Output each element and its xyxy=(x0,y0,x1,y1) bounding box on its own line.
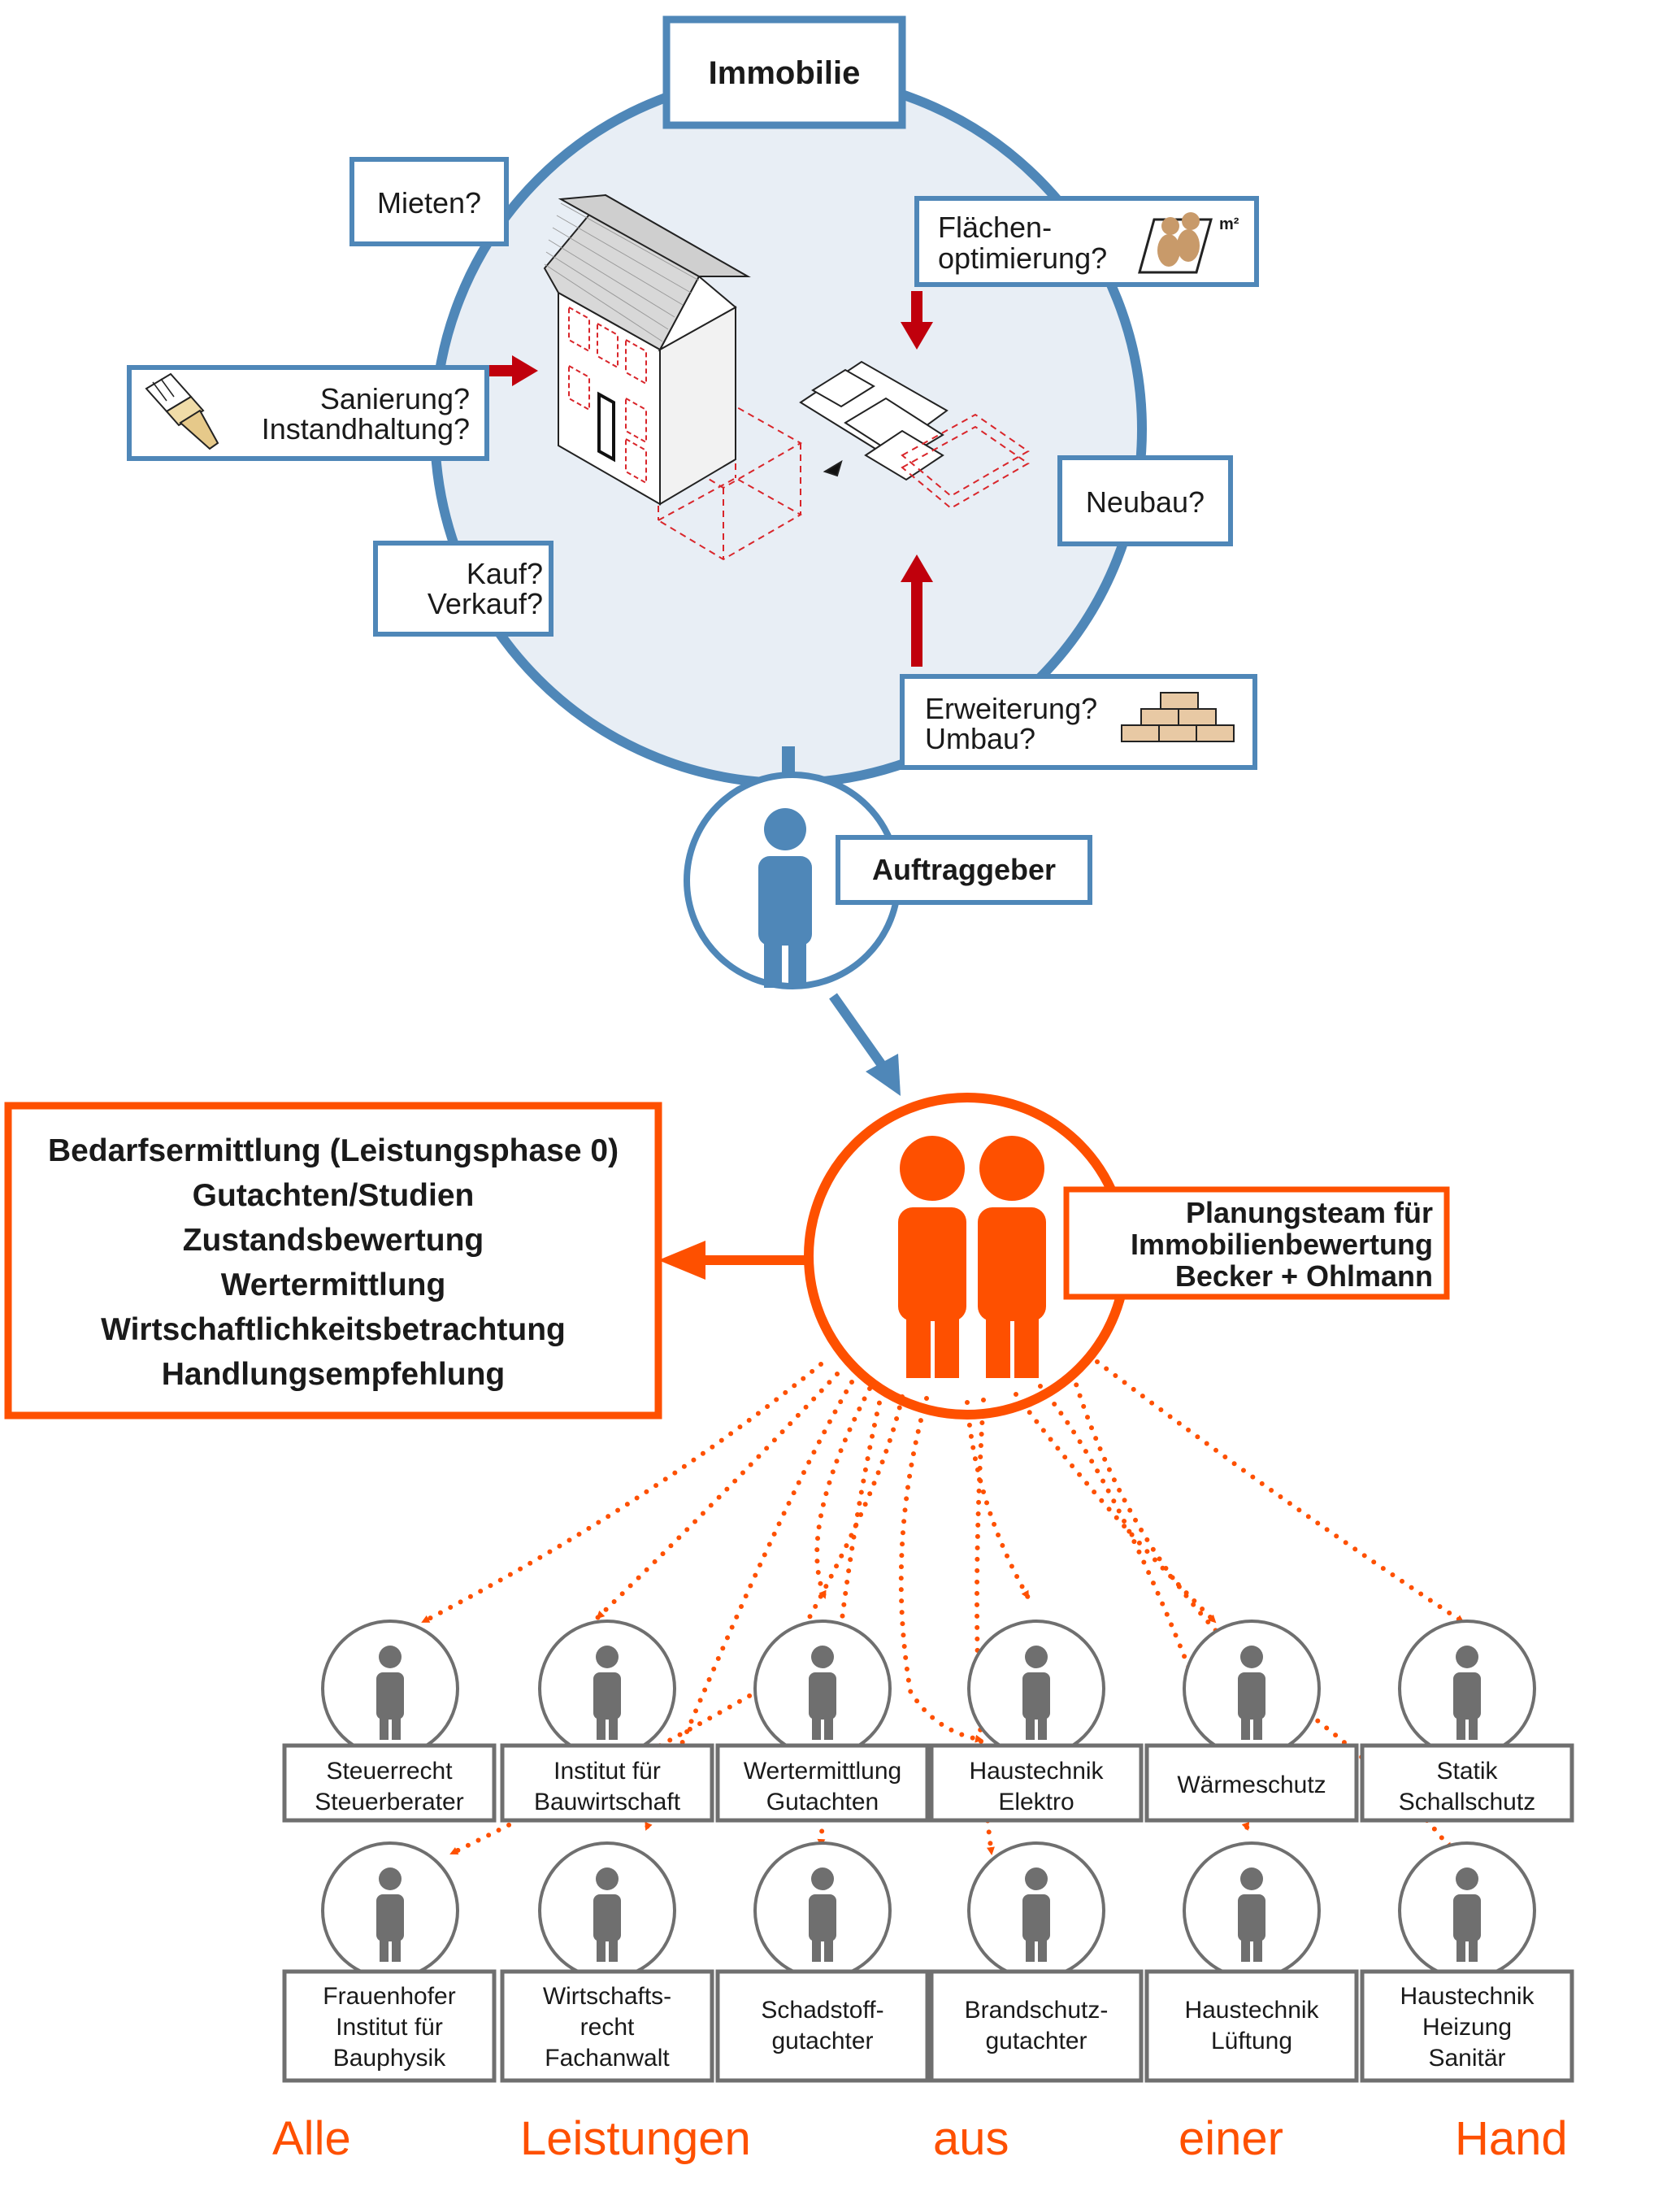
team-label-line1: Planungsteam für xyxy=(1186,1196,1433,1229)
question-flaechen-line2: optimierung? xyxy=(938,241,1107,275)
question-sanierung: Sanierung? Instandhaltung? xyxy=(127,365,489,461)
service-item: Handlungsempfehlung xyxy=(162,1357,506,1392)
area-plan-icon: m² xyxy=(1138,212,1239,274)
arrow-client-to-team xyxy=(829,993,901,1096)
question-neubau-label: Neubau? xyxy=(1086,485,1205,519)
services-box: Bedarfsermittlung (Leistungsphase 0) Gut… xyxy=(4,1102,662,1420)
service-item: Wirtschaftlichkeitsbetrachtung xyxy=(101,1312,566,1347)
team-persons-icon xyxy=(898,1136,1046,1378)
question-flaechen-line1: Flächen- xyxy=(938,211,1052,244)
question-flaechenoptimierung: Flächen- optimierung? m² xyxy=(914,196,1259,287)
question-neubau: Neubau? xyxy=(1057,455,1233,546)
question-kauf-line1: Kauf? xyxy=(467,557,543,590)
team-circle xyxy=(804,1093,1131,1420)
client-person-icon xyxy=(758,808,812,988)
bricks-icon xyxy=(1121,692,1235,742)
paintbrush-icon xyxy=(145,372,219,450)
team-label-line3: Becker + Ohlmann xyxy=(1175,1259,1433,1293)
question-kauf-line2: Verkauf? xyxy=(428,587,543,620)
team-label-box: Planungsteam für Immobilienbewertung Bec… xyxy=(1063,1186,1450,1300)
question-erweiterung: Erweiterung? Umbau? xyxy=(900,674,1257,770)
house-illustration xyxy=(543,193,803,561)
question-kauf: Kauf? Verkauf? xyxy=(373,541,553,637)
question-sanierung-line2: Instandhaltung? xyxy=(262,412,470,446)
question-erweiterung-line2: Umbau? xyxy=(925,722,1035,755)
question-mieten-label: Mieten? xyxy=(377,186,481,220)
red-arrows xyxy=(489,291,933,667)
client-circle xyxy=(684,772,901,989)
immobilie-title-box: Immobilie xyxy=(662,15,906,129)
service-item: Zustandsbewertung xyxy=(183,1223,484,1258)
arrow-team-to-services xyxy=(658,1241,809,1280)
service-item: Wertermittlung xyxy=(221,1267,446,1302)
service-item: Gutachten/Studien xyxy=(193,1178,475,1213)
service-item: Bedarfsermittlung (Leistungsphase 0) xyxy=(48,1133,619,1168)
question-mieten: Mieten? xyxy=(349,157,509,246)
area-unit-label: m² xyxy=(1219,215,1239,233)
question-sanierung-line1: Sanierung? xyxy=(320,382,470,415)
team-label-line2: Immobilienbewertung xyxy=(1131,1228,1433,1261)
question-erweiterung-line1: Erweiterung? xyxy=(925,692,1097,725)
client-label: Auftraggeber xyxy=(872,853,1056,886)
immobilie-title: Immobilie xyxy=(709,55,861,91)
dotted-connections xyxy=(420,1359,1465,1856)
client-label-box: Auftraggeber xyxy=(836,835,1092,905)
floorplan-illustration xyxy=(799,360,1030,510)
